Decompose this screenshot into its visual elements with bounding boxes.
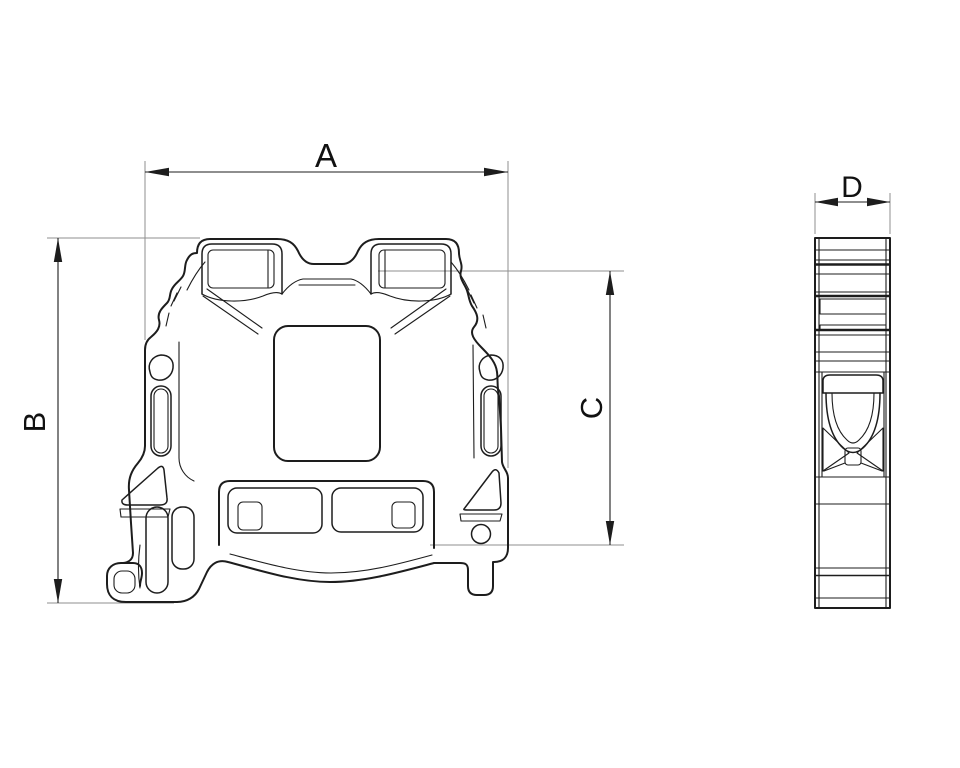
left-foot-band (119, 508, 171, 518)
clamp-shield-outer (825, 392, 881, 454)
dim-b-label: B (17, 412, 52, 433)
bridge-underside-inner (229, 553, 433, 574)
clamp-cavity-left (201, 243, 283, 302)
clamp-knot (844, 447, 862, 466)
bottom-bridge (218, 480, 435, 574)
slot-capsule-right-inner (483, 388, 499, 454)
dim-c-arrow-bottom (605, 521, 615, 545)
dim-c-label: C (574, 397, 609, 419)
square-hole-left (237, 501, 263, 531)
inner-wall-right (390, 261, 470, 335)
dim-a-label: A (315, 137, 337, 174)
cavity-left-inner (207, 249, 275, 289)
dim-d-label: D (841, 171, 863, 204)
shoulder-detail-right (466, 288, 487, 329)
dim-a-arrow-left (145, 167, 169, 177)
cavity-left-outer (201, 243, 283, 295)
dim-d-arrow-right (867, 197, 890, 207)
cavity-left-bottom (201, 291, 283, 302)
side-slots-left (148, 354, 174, 457)
center-bridge (281, 278, 372, 295)
bridge-outer (218, 480, 435, 549)
square-hole-right (391, 501, 416, 529)
dim-d-arrow-left (815, 197, 838, 207)
slot-capsule-left-inner (153, 388, 169, 454)
right-foot-band (459, 513, 503, 522)
right-foot-hole (470, 523, 492, 545)
clamp-shield-inner (831, 392, 875, 444)
front-outline (106, 238, 509, 603)
inner-side-left (178, 341, 195, 482)
hook-gap-line (137, 544, 141, 589)
front-view (106, 238, 509, 603)
dim-b-arrow-bottom (53, 579, 63, 603)
center-window (273, 325, 381, 462)
clamp-cavity-right (370, 243, 452, 302)
clamp-bowtie-left (822, 427, 850, 472)
cavity-right-outer (370, 243, 452, 295)
clamp-bowtie-links (823, 462, 883, 472)
cavity-right-inner (378, 249, 446, 289)
extension-lines (47, 161, 891, 604)
dimension-b: B (17, 238, 63, 603)
inner-wall-left (186, 261, 263, 335)
clip-leg-slot-2 (171, 506, 195, 570)
clamp-bowtie-right (856, 427, 884, 472)
hook-curl-slot (113, 570, 136, 594)
side-inner-verticals (818, 237, 887, 609)
slot-capsule-right (480, 385, 502, 457)
right-foot-triangle (463, 469, 502, 511)
dimension-d: D (815, 171, 890, 207)
clamp-frame (821, 371, 885, 478)
slot-blob-right (478, 354, 504, 381)
side-view (814, 237, 891, 609)
cavity-right-bottom (370, 291, 452, 302)
inner-side-right (472, 344, 475, 459)
dim-b-arrow-top (53, 238, 63, 262)
dimension-a: A (145, 137, 508, 177)
side-line-thick (815, 263, 890, 332)
shoulder-detail-left (165, 286, 182, 327)
slot-capsule-left (150, 385, 172, 457)
side-line-thin (814, 249, 891, 599)
side-horizontal-lines (814, 249, 891, 599)
left-foot (113, 465, 195, 594)
clip-leg-slot-1 (145, 506, 169, 594)
side-line-inset (819, 298, 887, 331)
clamp-head (822, 374, 884, 394)
bridge-window-left (227, 487, 323, 534)
slot-blob-left (148, 354, 174, 381)
right-foot (459, 469, 503, 545)
dim-a-arrow-right (484, 167, 508, 177)
dimension-c: C (574, 271, 615, 545)
side-outline (814, 237, 891, 609)
bridge-window-right (331, 487, 424, 533)
dim-c-arrow-top (605, 271, 615, 295)
side-clamp-detail (821, 371, 885, 478)
left-foot-triangle (121, 465, 168, 506)
side-slots-right (478, 354, 504, 457)
